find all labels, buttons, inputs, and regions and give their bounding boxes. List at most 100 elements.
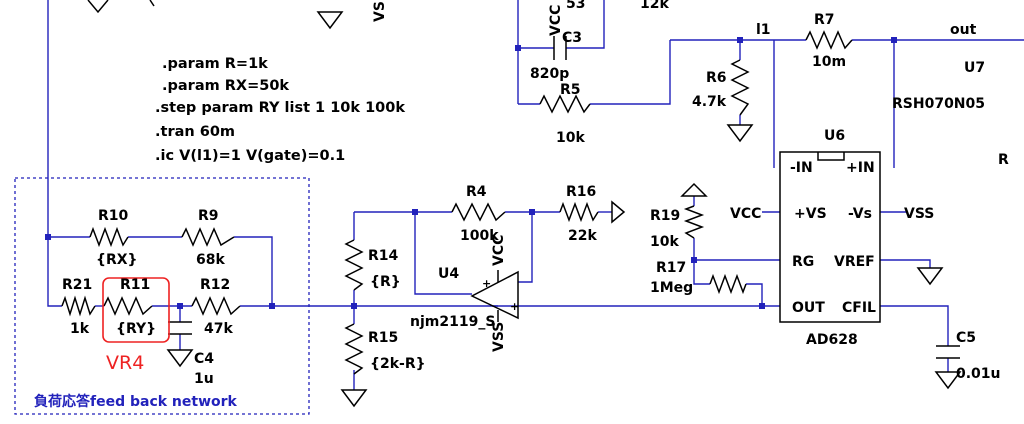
u6-pin-cfil: CFIL <box>842 300 876 316</box>
r11-name: R11 <box>120 277 150 293</box>
r6-name: R6 <box>706 70 727 86</box>
resistor-r12[interactable] <box>191 296 241 316</box>
junction-dot <box>759 303 765 309</box>
junction-dot <box>177 303 183 309</box>
opamp-plus-sign: + <box>482 277 491 290</box>
r6-value: 4.7k <box>692 94 727 110</box>
c5-name: C5 <box>956 330 976 346</box>
r5-value: 10k <box>556 130 585 146</box>
r9-value: 68k <box>196 252 225 268</box>
resistor-r9[interactable] <box>181 227 235 247</box>
r17-value: 1Meg <box>650 280 693 296</box>
junction-dot <box>351 303 357 309</box>
r21-name: R21 <box>62 277 92 293</box>
c5-value: 0.01u <box>956 366 1001 382</box>
resistor-r19[interactable] <box>683 205 705 239</box>
opamp-plus-sign: + <box>510 300 519 313</box>
resistor-r21[interactable] <box>61 295 96 317</box>
u6-model: AD628 <box>806 332 858 348</box>
resistor-r6[interactable] <box>730 59 750 116</box>
vr4-highlight-box <box>102 277 170 343</box>
net-label-out: out <box>950 22 977 38</box>
opamp-u4[interactable]: + + <box>470 270 519 322</box>
u4-vss-label: VSS <box>491 322 507 352</box>
net-label-l1: l1 <box>756 22 771 38</box>
partial-label: 12k <box>640 0 669 12</box>
c4-value: 1u <box>194 371 214 387</box>
partial-label: 53 <box>566 0 585 12</box>
u6-name: U6 <box>824 128 845 144</box>
junction-dot <box>891 37 897 43</box>
u6-pin-vref: VREF <box>834 254 875 270</box>
net-label-vcc: VCC <box>730 206 761 222</box>
r10-name: R10 <box>98 208 129 224</box>
resistor-r15[interactable] <box>344 323 364 375</box>
ground-icon <box>166 349 194 368</box>
resistor-r7[interactable] <box>805 30 853 50</box>
r12-name: R12 <box>200 277 230 293</box>
ground-icon <box>726 124 754 143</box>
junction-dot <box>515 45 521 51</box>
r4-name: R4 <box>466 184 487 200</box>
u6-pin-out: OUT <box>792 300 825 316</box>
edge-label-r: R <box>998 152 1009 168</box>
r12-value: 47k <box>204 321 233 337</box>
r15-value: {2k-R} <box>370 356 426 372</box>
u6-pin-vs-p: +VS <box>794 206 827 222</box>
partial-symbol <box>149 0 155 7</box>
junction-dot <box>737 37 743 43</box>
capacitor-c5[interactable] <box>936 345 960 359</box>
resistor-r16[interactable] <box>559 201 599 223</box>
net-label-vss: VSS <box>904 206 934 222</box>
junction-dot <box>412 209 418 215</box>
u6-pin-in-p: +IN <box>846 160 875 176</box>
u7-model: RSH070N05 <box>892 96 985 112</box>
spice-directive: .param RX=50k <box>162 78 289 94</box>
ground-icon <box>316 11 344 30</box>
r15-name: R15 <box>368 330 398 346</box>
u4-name: U4 <box>438 266 459 282</box>
capacitor-c3[interactable] <box>553 36 567 60</box>
r16-name: R16 <box>566 184 596 200</box>
spice-directive: .param R=1k <box>162 56 268 72</box>
u4-model: njm2119_S <box>410 314 495 330</box>
resistor-r4[interactable] <box>451 202 506 222</box>
c3-name: C3 <box>562 30 582 46</box>
r7-name: R7 <box>814 12 835 28</box>
vr4-label: VR4 <box>106 352 144 374</box>
top-vs-label: VS <box>372 1 388 22</box>
c4-name: C4 <box>194 351 214 367</box>
r19-value: 10k <box>650 234 679 250</box>
u6-pin-in-n: -IN <box>790 160 813 176</box>
ground-icon <box>87 0 109 14</box>
spice-directive: .step param RY list 1 10k 100k <box>155 100 405 116</box>
r19-name: R19 <box>650 208 680 224</box>
u7-name: U7 <box>964 60 985 76</box>
resistor-r5[interactable] <box>539 94 591 114</box>
junction-dot <box>269 303 275 309</box>
ic-u6-ad628[interactable] <box>779 151 881 323</box>
resistor-r17[interactable] <box>709 273 747 295</box>
r11-value: {RY} <box>116 321 156 337</box>
r9-name: R9 <box>198 208 219 224</box>
junction-dot <box>45 234 51 240</box>
net-flag-icon <box>611 200 626 224</box>
r5-name: R5 <box>560 82 581 98</box>
resistor-r11[interactable] <box>103 296 153 316</box>
ground-icon <box>934 371 962 390</box>
feedback-network-box <box>14 177 310 415</box>
r17-name: R17 <box>656 260 686 276</box>
spice-directive: .ic V(l1)=1 V(gate)=0.1 <box>155 148 345 164</box>
ground-icon <box>340 389 368 408</box>
feedback-network-title: 負荷応答feed back network <box>34 393 238 410</box>
r16-value: 22k <box>568 228 597 244</box>
capacitor-c4[interactable] <box>168 321 192 335</box>
resistor-r14[interactable] <box>344 239 364 291</box>
supply-arrow-icon <box>680 182 708 197</box>
spice-directive: .tran 60m <box>155 124 235 140</box>
ground-icon <box>916 267 944 286</box>
resistor-r10[interactable] <box>89 226 129 248</box>
r21-value: 1k <box>70 321 90 337</box>
u6-pin-rg: RG <box>792 254 814 270</box>
